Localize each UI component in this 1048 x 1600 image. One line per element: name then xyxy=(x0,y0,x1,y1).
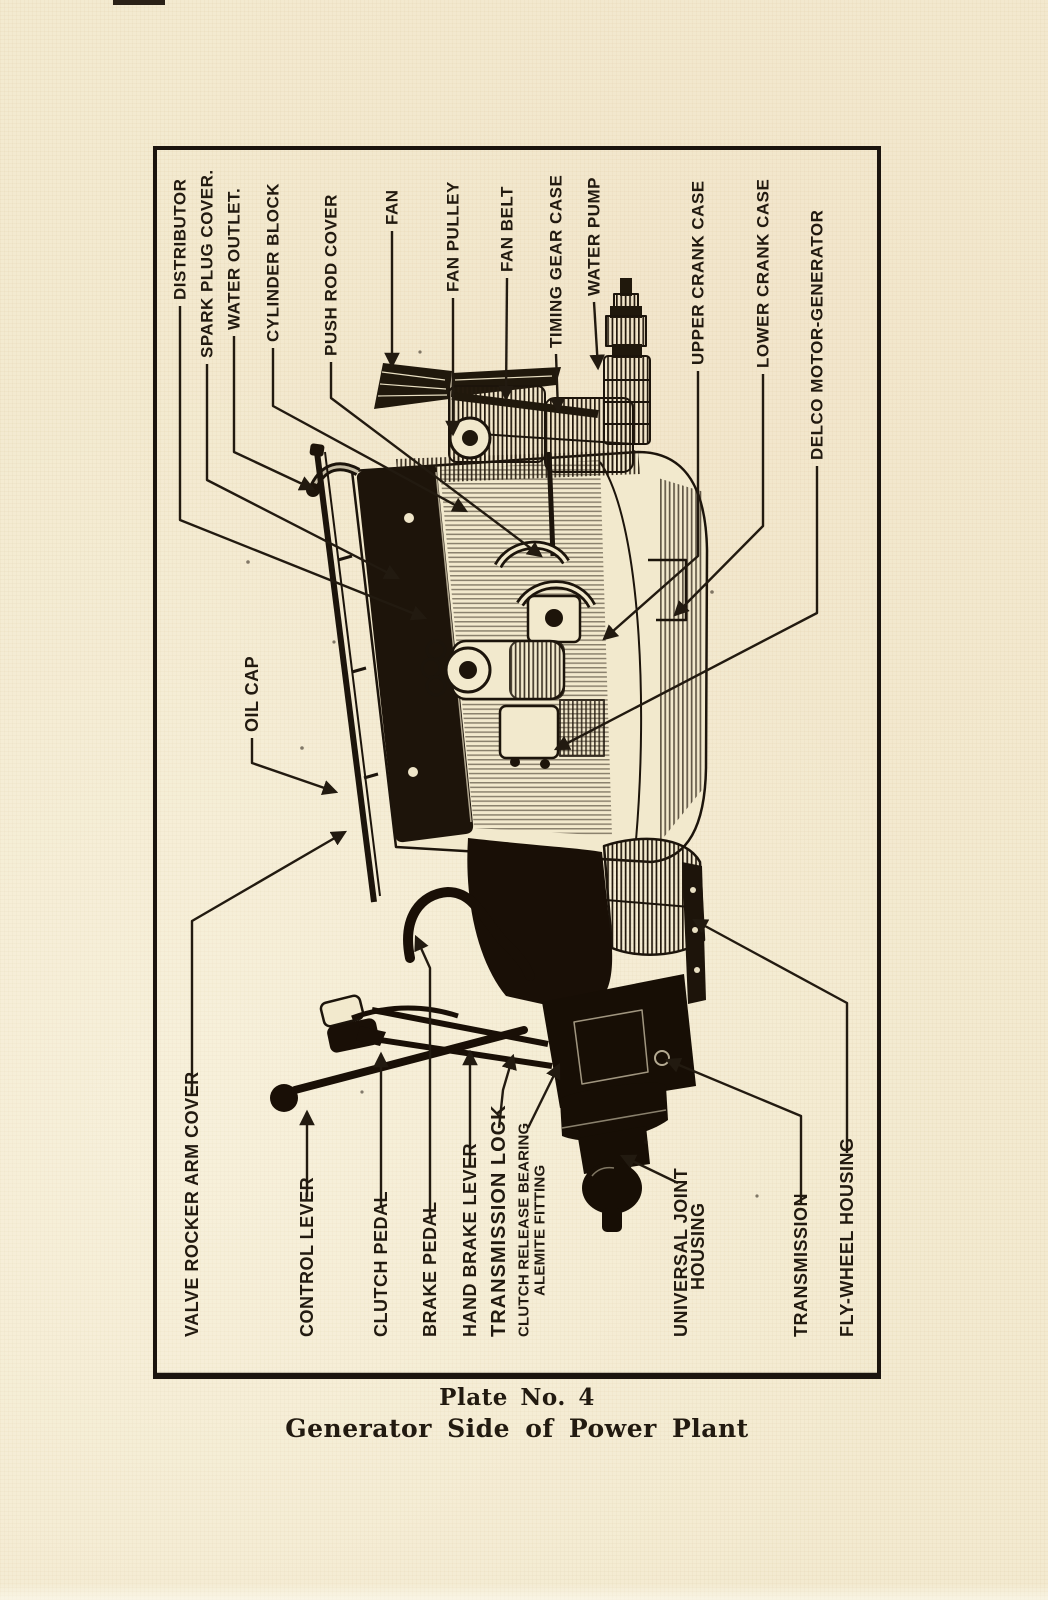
spark-control-rod xyxy=(309,443,381,903)
water-pump-stack xyxy=(603,278,651,445)
delco-motor-generator-shape xyxy=(420,639,566,701)
label-universal-joint-housing: HOUSING xyxy=(688,1202,708,1290)
transmission-case xyxy=(542,862,706,1108)
label-clutch-release-bearing: CLUTCH RELEASE BEARING xyxy=(516,1123,533,1337)
water-outlet-pipe xyxy=(306,462,361,497)
clutch-release-pipe xyxy=(403,887,535,981)
leader-water-pump xyxy=(589,301,605,371)
label-distributor: DISTRIBUTOR xyxy=(171,179,190,300)
leader-push-rod-cover xyxy=(329,362,543,558)
label-universal-joint: UNIVERSAL JOINT xyxy=(671,1168,691,1337)
part-labels: DISTRIBUTOR SPARK PLUG COVER. WATER OUTL… xyxy=(171,169,858,1337)
label-fan: FAN xyxy=(383,190,402,226)
label-oil-cap: OIL CAP xyxy=(242,656,262,732)
leader-universal-joint-housing xyxy=(619,1154,679,1185)
brake-pedal-pad xyxy=(327,1018,380,1053)
leader-water-outlet xyxy=(232,336,316,491)
plate-border xyxy=(153,146,881,1379)
label-valve-rocker-arm-cover: VALVE ROCKER ARM COVER xyxy=(182,1071,202,1337)
crankcase-bracket xyxy=(648,558,688,622)
leader-distributor xyxy=(178,306,428,621)
plate-caption: Plate No. 4 Generator Side of Power Plan… xyxy=(153,1384,881,1443)
label-lower-crank-case: LOWER CRANK CASE xyxy=(754,179,773,368)
oil-cap-shape xyxy=(404,513,414,523)
label-fan-belt: FAN BELT xyxy=(498,186,517,272)
pedals-and-levers xyxy=(270,887,553,1112)
engine-illustration xyxy=(246,278,759,1232)
label-transmission: TRANSMISSION xyxy=(791,1193,811,1337)
label-brake-pedal: BRAKE PEDAL xyxy=(420,1201,440,1337)
label-alemite-fitting: ALEMITE FITTING xyxy=(532,1165,549,1296)
leader-brake-pedal xyxy=(414,934,432,1217)
ink-specks xyxy=(246,350,759,1198)
label-timing-gear-case: TIMING GEAR CASE xyxy=(547,175,566,348)
leader-clutch-release-bearing xyxy=(526,1062,561,1129)
label-delco-motor-generator: DELCO MOTOR-GENERATOR xyxy=(808,210,827,460)
plate-number: Plate No. 4 xyxy=(439,1384,595,1411)
plate-title: Generator Side of Power Plant xyxy=(285,1414,749,1443)
hand-brake-lever-shape xyxy=(351,1005,459,1021)
label-flywheel-housing: FLY-WHEEL HOUSING xyxy=(837,1137,857,1337)
leader-fan-belt xyxy=(498,277,514,402)
leader-delco-motor-generator xyxy=(553,466,819,751)
leader-transmission xyxy=(664,1057,803,1203)
label-push-rod-cover: PUSH ROD COVER xyxy=(322,194,341,356)
label-cylinder-block: CYLINDER BLOCK xyxy=(264,183,283,342)
label-fan-pulley: FAN PULLEY xyxy=(444,181,463,292)
control-lever-rod xyxy=(291,1026,528,1094)
fan-belt-shape xyxy=(451,392,599,418)
label-upper-crank-case: UPPER CRANK CASE xyxy=(689,180,708,365)
universal-joint-housing-shape xyxy=(560,1082,668,1232)
label-control-lever: CONTROL LEVER xyxy=(297,1177,317,1337)
label-transmission-lock: TRANSMISSION LOCK xyxy=(488,1104,510,1337)
leader-oil-cap xyxy=(250,738,339,796)
scan-artifact xyxy=(113,0,165,5)
clutch-bell xyxy=(467,838,613,1010)
label-hand-brake-lever: HAND BRAKE LEVER xyxy=(460,1143,480,1337)
push-rod-shape xyxy=(546,451,556,557)
leader-lower-crank-case xyxy=(673,374,765,617)
leader-flywheel-housing xyxy=(691,918,849,1153)
leader-valve-rocker-arm-cover xyxy=(190,830,348,1093)
leader-lines xyxy=(178,231,849,1217)
label-spark-plug-cover: SPARK PLUG COVER. xyxy=(198,169,217,358)
leader-timing-gear-case xyxy=(549,353,566,414)
leader-spark-plug-cover xyxy=(205,364,401,580)
label-clutch-pedal: CLUTCH PEDAL xyxy=(371,1191,391,1337)
label-water-outlet: WATER OUTLET. xyxy=(225,188,244,330)
leader-transmission-lock xyxy=(497,1053,517,1129)
leader-upper-crank-case xyxy=(602,371,700,641)
label-water-pump: WATER PUMP xyxy=(585,177,604,296)
leader-cylinder-block xyxy=(271,348,469,513)
control-lever-knob xyxy=(270,1084,298,1112)
